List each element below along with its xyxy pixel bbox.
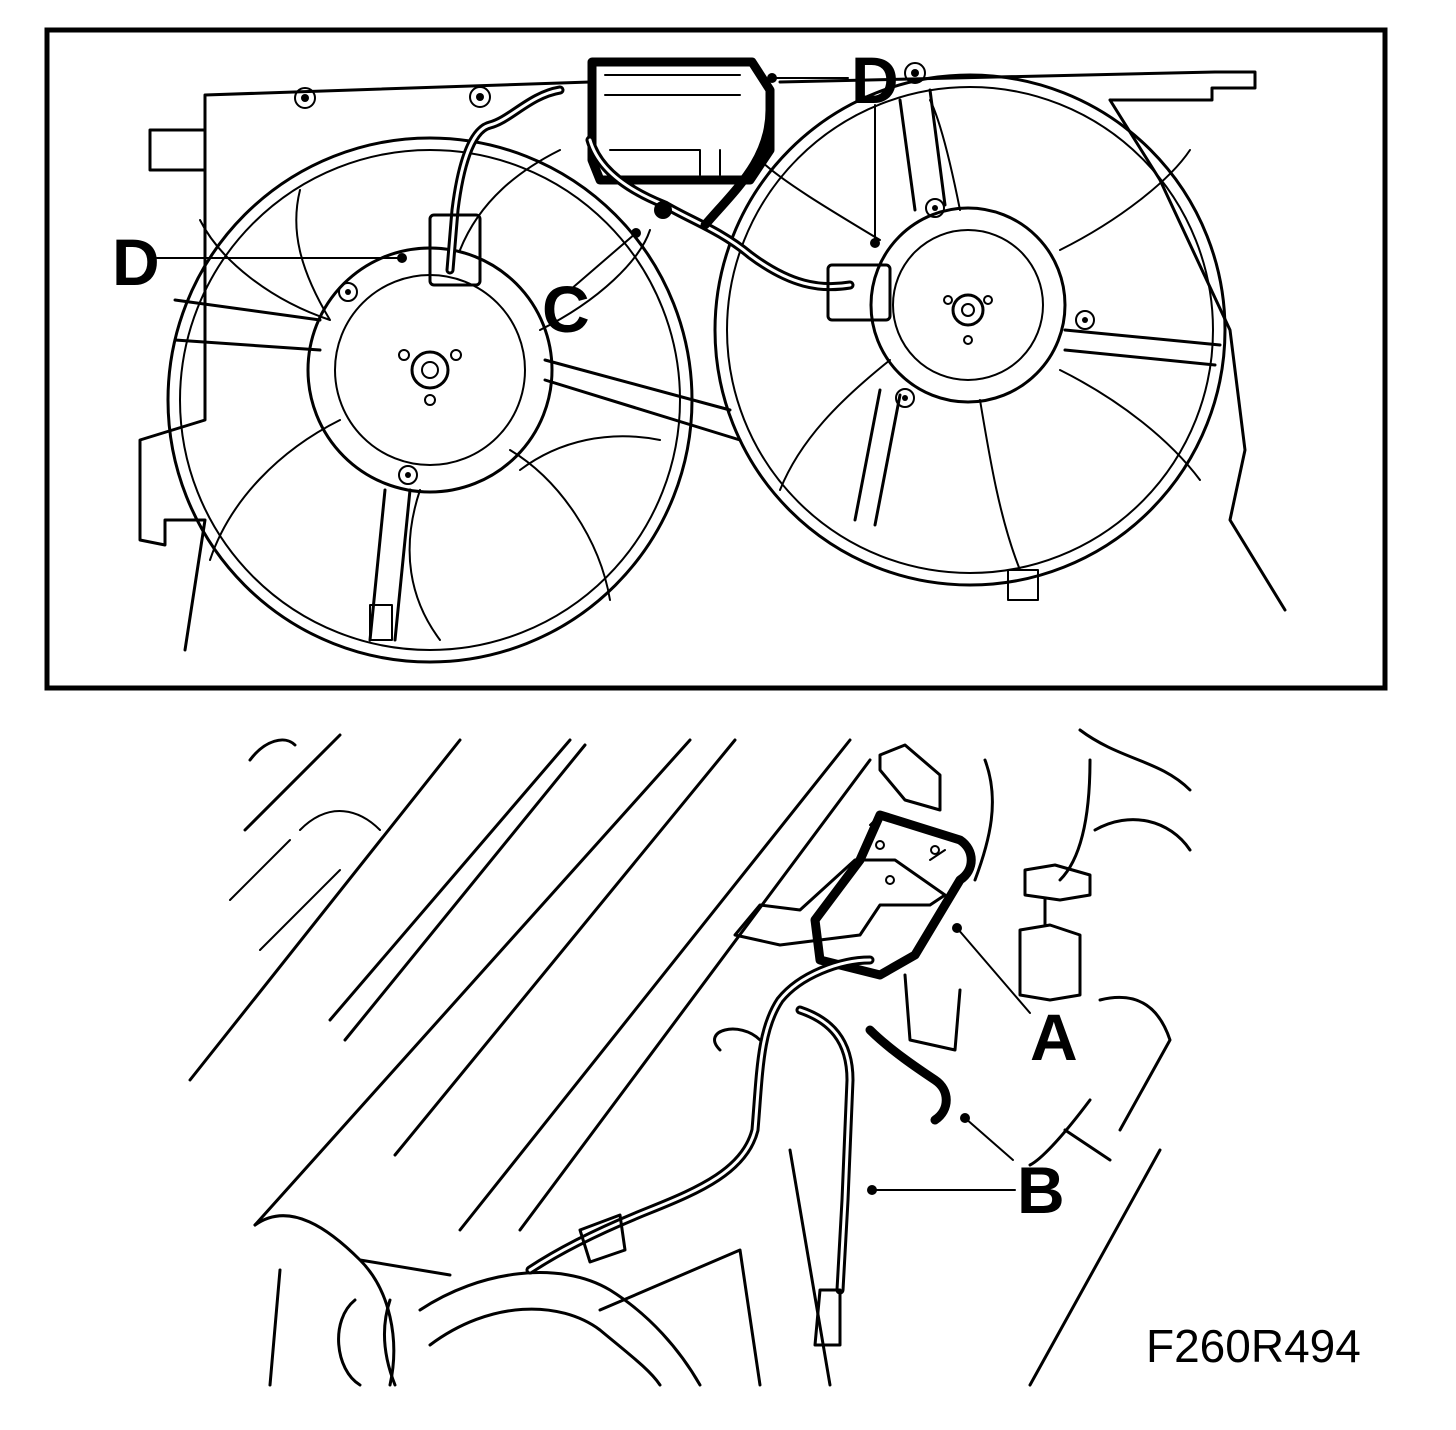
left-fan-blades [199,149,661,641]
radiator-edges [188,733,872,1232]
figure-code: F260R494 [1146,1320,1361,1372]
callout-a: A [1030,1000,1078,1074]
shroud-screws [294,62,1095,485]
lower-crossmember [253,1148,832,1387]
left-fan-hub [410,350,450,390]
right-fan-struts [853,88,1222,527]
right-fan-ring-outer [713,73,1227,587]
callout-b: B [1017,1153,1065,1227]
top-wiring-harness [428,85,892,322]
right-fan-motor [869,206,1067,404]
right-fan-hub [951,293,985,327]
right-fan-ring-inner [726,86,1214,574]
bottom-callouts: A B [867,923,1078,1227]
left-fan-motor-inner [334,274,526,466]
right-fan [713,73,1227,601]
callout-c: C [542,272,590,346]
top-panel-frame [44,27,1388,691]
fan-control-module [587,57,775,185]
fan-shroud [138,70,1287,652]
bottom-panel: A B F260R494 [188,728,1361,1387]
left-fan-ring-inner [179,149,681,651]
top-callouts: D C D [112,43,899,346]
top-panel: D C D [44,27,1388,691]
right-fan-motor-inner [892,229,1044,381]
right-fan-blades [759,99,1201,571]
callout-d-left: D [112,225,160,299]
fan-relay-module [733,743,976,1052]
left-fan [166,136,742,664]
coolant-hose [337,1271,702,1387]
callout-d-right: D [851,43,899,117]
left-fan-struts [173,298,742,642]
bottom-wiring-harness [525,955,951,1347]
side-clips [973,728,1192,1387]
